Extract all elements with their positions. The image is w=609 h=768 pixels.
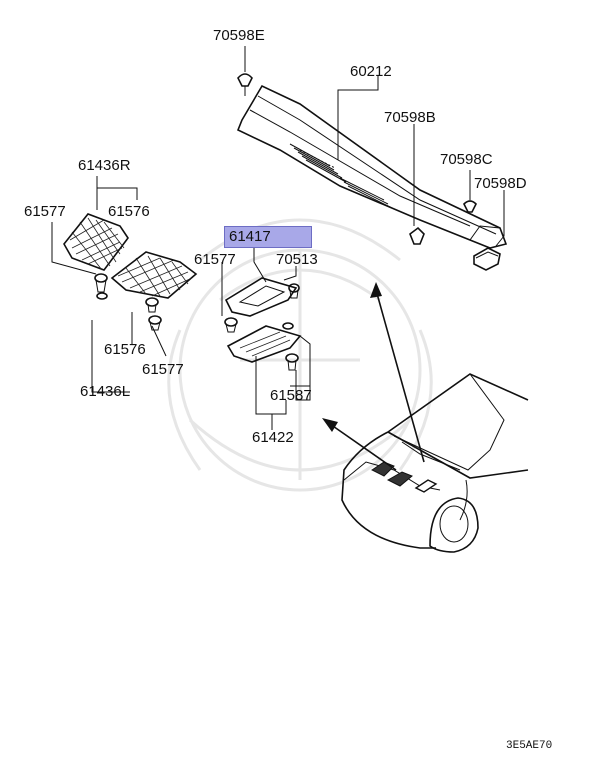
watermark xyxy=(167,218,433,492)
label-61576-bottom[interactable]: 61576 xyxy=(104,341,146,358)
grille-61422[interactable] xyxy=(226,325,302,363)
clip-61577-left[interactable] xyxy=(148,315,162,331)
grille-61436R[interactable] xyxy=(63,213,129,271)
label-61417[interactable]: 61417 xyxy=(224,226,312,248)
label-70598C[interactable]: 70598C xyxy=(440,151,493,168)
label-61422[interactable]: 61422 xyxy=(252,429,294,446)
label-61577-top[interactable]: 61577 xyxy=(24,203,66,220)
label-70598D[interactable]: 70598D xyxy=(474,175,527,192)
label-70598B[interactable]: 70598B xyxy=(384,109,436,126)
clip-61576-left[interactable] xyxy=(145,297,159,313)
clip-61576-right[interactable] xyxy=(96,292,108,300)
label-60212[interactable]: 60212 xyxy=(350,63,392,80)
diagram-code: 3E5AE70 xyxy=(506,740,553,752)
clip-70598B[interactable] xyxy=(409,226,425,245)
clip-61577-middle[interactable] xyxy=(224,317,238,333)
clip-61587-top[interactable] xyxy=(282,322,294,330)
label-70598E[interactable]: 70598E xyxy=(213,27,265,44)
clip-61577-right[interactable] xyxy=(94,273,108,293)
grille-61436L[interactable] xyxy=(110,251,198,299)
cowl-vent-slots xyxy=(289,143,393,209)
label-61436L[interactable]: 61436L xyxy=(80,383,131,400)
clip-61587-bottom[interactable] xyxy=(285,353,299,371)
label-61587[interactable]: 61587 xyxy=(270,387,312,404)
clip-70513[interactable] xyxy=(288,283,300,299)
clip-70598C[interactable] xyxy=(463,200,477,213)
leader-lines xyxy=(51,46,505,430)
grommet-70598D[interactable] xyxy=(473,247,501,271)
car-outline xyxy=(341,373,529,553)
cowl-panel-60212[interactable] xyxy=(236,84,508,249)
garnish-61417[interactable] xyxy=(224,277,298,317)
label-61577-middle[interactable]: 61577 xyxy=(194,251,236,268)
clip-70598E[interactable] xyxy=(237,73,253,96)
label-61576-top[interactable]: 61576 xyxy=(108,203,150,220)
label-61577-bottom[interactable]: 61577 xyxy=(142,361,184,378)
label-61436R[interactable]: 61436R xyxy=(78,157,131,174)
arrows xyxy=(322,282,425,471)
label-70513[interactable]: 70513 xyxy=(276,251,318,268)
